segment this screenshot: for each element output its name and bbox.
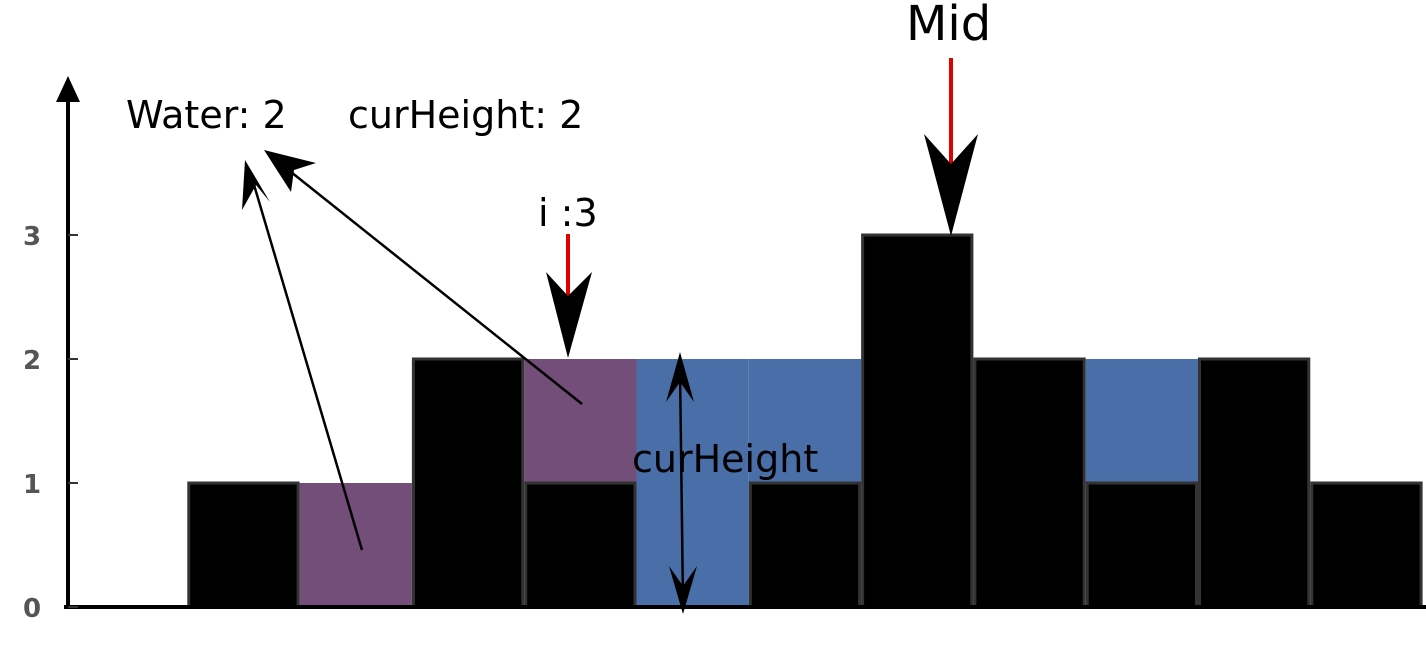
y-tick-label: 3 [23, 222, 41, 252]
y-tick-label: 0 [23, 594, 41, 624]
cur-height-arrowhead-bottom [669, 566, 697, 614]
elevation-bar [748, 481, 862, 609]
index-label: i :3 [538, 191, 598, 235]
elevation-bar [1310, 481, 1423, 609]
water-layer [299, 359, 1198, 607]
remaining-water-cell [1085, 359, 1198, 483]
cur-height-label: curHeight: 2 [348, 93, 583, 137]
mid-label: Mid [906, 0, 991, 52]
water-arrowhead-1 [242, 160, 270, 210]
bars-layer [187, 233, 1423, 609]
y-ticks: 0 1 2 3 [23, 222, 78, 624]
water-arrow-from-second-cell [285, 167, 583, 405]
mid-pointer-arrowhead [924, 134, 978, 236]
water-label: Water: 2 [126, 93, 287, 137]
water-arrow-from-first-cell [250, 177, 364, 551]
elevation-bar [1085, 481, 1198, 609]
counted-water-cell [299, 483, 412, 607]
cur-height-span-label: curHeight [632, 437, 818, 481]
annotation-arrows [250, 167, 583, 551]
elevation-bar [411, 357, 525, 609]
elevation-bar [973, 357, 1086, 609]
remaining-water-cell [636, 359, 749, 607]
i-pointer-arrowhead [546, 272, 592, 358]
elevation-bar [861, 233, 974, 609]
cur-height-span-line [678, 369, 685, 603]
elevation-bar [1198, 357, 1311, 609]
y-tick-label: 2 [23, 346, 41, 376]
elevation-bar [187, 481, 300, 609]
water-arrowhead-2 [264, 150, 316, 192]
cur-height-arrowhead-top [666, 352, 694, 402]
elevation-bar [524, 481, 637, 609]
counted-water-cell [524, 359, 637, 483]
remaining-water-cell [748, 359, 862, 483]
y-axis-arrowhead [56, 76, 80, 102]
y-tick-label: 1 [23, 470, 41, 500]
